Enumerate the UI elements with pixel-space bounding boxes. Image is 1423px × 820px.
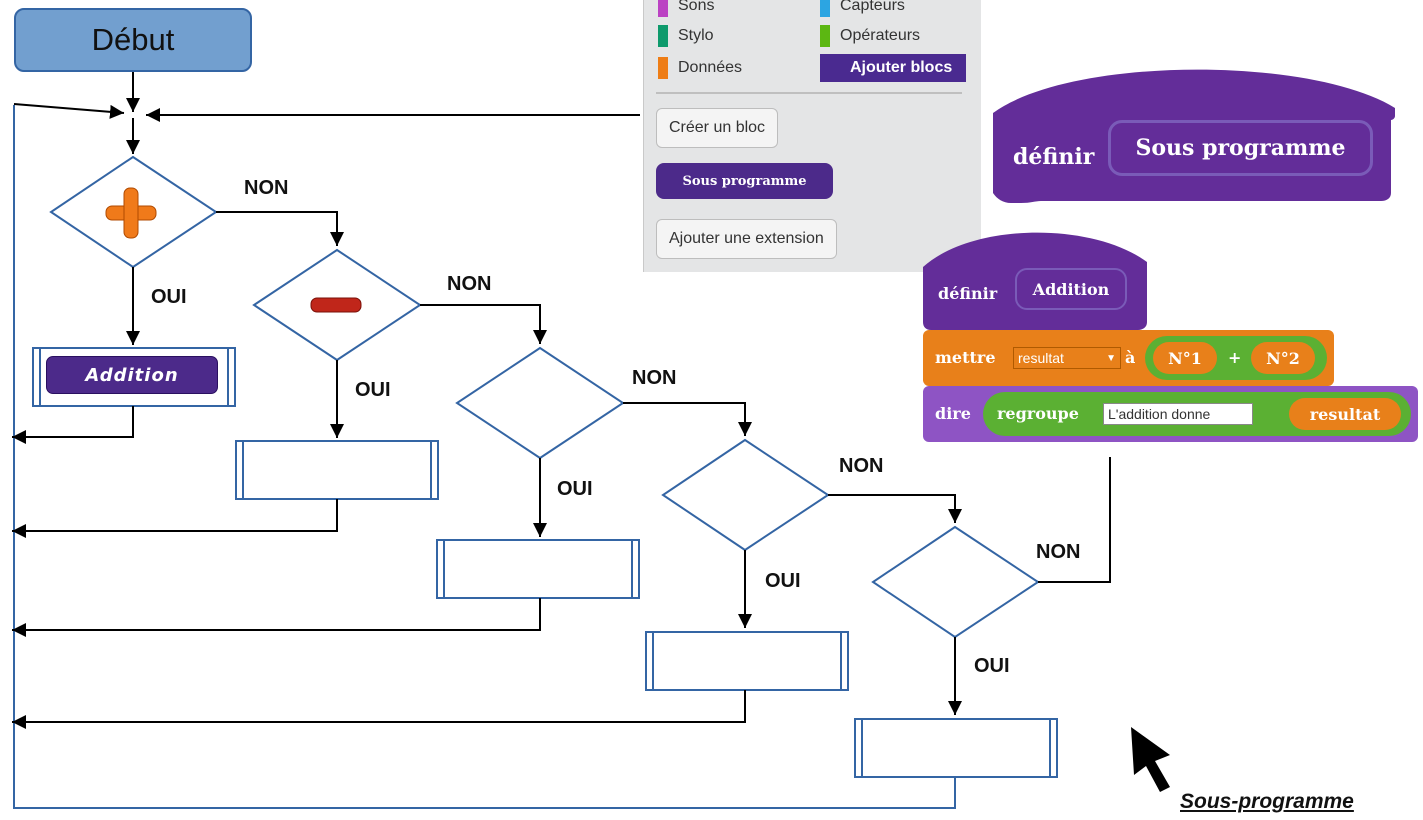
plus-icon xyxy=(105,187,157,239)
category-sons[interactable]: Sons xyxy=(658,0,714,18)
decision-4 xyxy=(661,438,830,552)
define-addition-name[interactable]: Addition xyxy=(1015,268,1127,310)
define-addition-keyword: définir xyxy=(938,284,998,303)
category-label: Opérateurs xyxy=(840,27,921,44)
set-to-keyword: à xyxy=(1125,348,1136,367)
minus-icon xyxy=(310,297,362,313)
decision-5 xyxy=(871,525,1040,639)
operand-1[interactable]: N°1 xyxy=(1153,342,1217,374)
label-non-3: NON xyxy=(632,367,677,389)
variable-dropdown-label: resultat xyxy=(1018,350,1064,366)
set-keyword: mettre xyxy=(935,348,996,367)
category-color xyxy=(658,25,668,47)
category-color xyxy=(820,25,830,47)
label-oui-5: OUI xyxy=(974,655,1010,677)
category-color xyxy=(658,57,668,79)
create-block-button[interactable]: Créer un bloc xyxy=(656,108,779,148)
category-donnees[interactable]: Données xyxy=(658,56,742,80)
pointer-arrow-icon xyxy=(1131,727,1170,792)
category-capteurs[interactable]: Capteurs xyxy=(820,0,905,18)
process-box-4 xyxy=(645,631,849,691)
add-extension-button[interactable]: Ajouter une extension xyxy=(656,219,837,259)
addition-block: Addition xyxy=(46,356,218,394)
label-oui-3: OUI xyxy=(557,478,593,500)
label-non-5: NON xyxy=(1036,541,1081,563)
block-palette: Sons Capteurs Stylo Opérateurs Données A… xyxy=(643,0,981,272)
custom-block-sous-programme[interactable]: Sous programme xyxy=(656,163,833,199)
loop-line xyxy=(13,105,956,809)
define-hat-shape xyxy=(993,69,1395,203)
non-branch-3 xyxy=(623,402,752,436)
start-box: Début xyxy=(14,8,252,72)
label-non-2: NON xyxy=(447,273,492,295)
return-4 xyxy=(12,690,746,729)
result-variable[interactable]: resultat xyxy=(1289,398,1401,430)
palette-divider xyxy=(656,92,962,94)
decision-3 xyxy=(455,346,625,460)
caption-sous-programme: Sous-programme xyxy=(1180,790,1354,813)
process-box-5 xyxy=(854,718,1058,778)
chevron-down-icon: ▼ xyxy=(1106,352,1116,364)
process-box-2 xyxy=(235,440,439,500)
category-operateurs[interactable]: Opérateurs xyxy=(820,24,920,48)
define-block-sous-programme: définir Sous programme xyxy=(991,68,1397,203)
non-branch-4 xyxy=(828,494,962,523)
variable-dropdown[interactable]: resultat ▼ xyxy=(1013,347,1121,369)
addition-operator-block[interactable]: N°1 + N°2 xyxy=(1145,336,1327,380)
join-block[interactable]: regroupe L'addition donne resultat xyxy=(983,392,1411,436)
non-branch-5 xyxy=(1038,457,1111,583)
addition-script: définir Addition mettre resultat ▼ à N°1 … xyxy=(923,232,1418,452)
addition-block-label: Addition xyxy=(85,364,179,386)
operand-2[interactable]: N°2 xyxy=(1251,342,1315,374)
label-oui-4: OUI xyxy=(765,570,801,592)
say-keyword: dire xyxy=(935,404,971,423)
label-oui-1: OUI xyxy=(151,286,187,308)
category-color xyxy=(658,0,668,17)
category-label: Stylo xyxy=(678,27,714,44)
category-label: Données xyxy=(678,59,743,76)
label-non-4: NON xyxy=(839,455,884,477)
define-keyword: définir xyxy=(1013,144,1095,170)
define-name-slot[interactable]: Sous programme xyxy=(1108,120,1373,176)
define-addition-hat xyxy=(923,232,1147,330)
return-1 xyxy=(12,406,134,444)
label-non-1: NON xyxy=(244,177,289,199)
say-block[interactable]: dire regroupe L'addition donne resultat xyxy=(923,386,1418,442)
category-label: Sons xyxy=(678,0,715,14)
non-branch-2 xyxy=(420,304,547,344)
join-keyword: regroupe xyxy=(997,404,1079,423)
loop-return-arrow xyxy=(13,103,125,119)
set-variable-block[interactable]: mettre resultat ▼ à N°1 + N°2 xyxy=(923,330,1334,386)
category-color xyxy=(820,0,830,17)
process-box-3 xyxy=(436,539,640,599)
label-oui-2: OUI xyxy=(355,379,391,401)
category-stylo[interactable]: Stylo xyxy=(658,24,714,48)
operator-symbol: + xyxy=(1228,348,1242,367)
return-2 xyxy=(12,499,338,538)
category-label: Capteurs xyxy=(840,0,905,14)
join-text-slot[interactable]: L'addition donne xyxy=(1103,403,1253,425)
category-ajouter-blocs[interactable]: Ajouter blocs xyxy=(820,54,966,82)
return-3 xyxy=(12,598,541,637)
non-branch-1 xyxy=(216,211,344,246)
